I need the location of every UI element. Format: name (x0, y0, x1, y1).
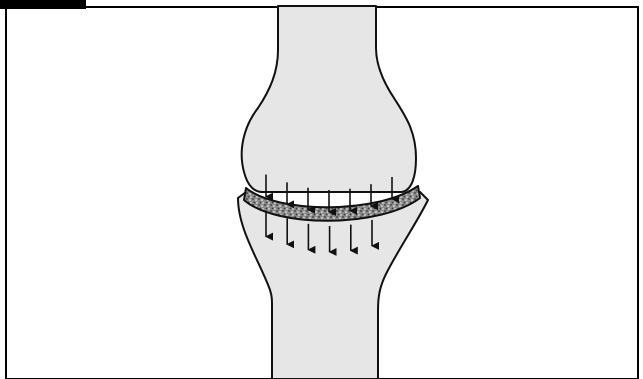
upper-bone (242, 6, 416, 192)
corner-tab (0, 0, 86, 9)
